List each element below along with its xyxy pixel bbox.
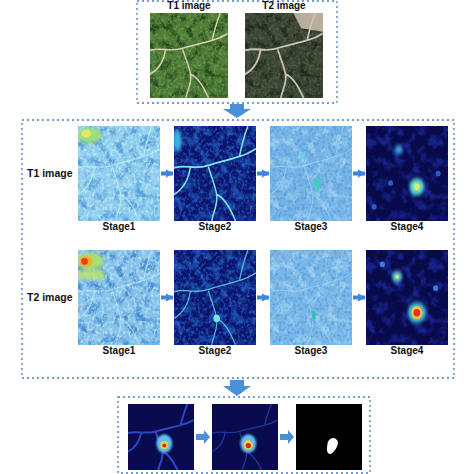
- heatmap-panel: Stage1: [78, 250, 160, 357]
- dotted-frame: [22, 120, 454, 378]
- stage-caption: Stage4: [366, 221, 448, 233]
- stage-caption: Stage2: [174, 221, 256, 233]
- stage-caption: Stage4: [366, 345, 448, 357]
- heatmap-panel: Stage2: [174, 250, 256, 357]
- feature-heatmap: [174, 250, 256, 345]
- fused-heatmap: [212, 404, 278, 470]
- satellite-image: [245, 13, 323, 98]
- feature-heatmap: [77, 126, 160, 221]
- flow-arrow: [196, 430, 210, 444]
- flow-connector: [161, 296, 173, 300]
- stage-caption: Stage2: [174, 345, 256, 357]
- flow-connector: [353, 172, 365, 176]
- row-label: T2 image: [27, 291, 73, 304]
- stage-caption: Stage1: [78, 345, 160, 357]
- dotted-frame: [118, 397, 370, 473]
- flow-connector: [257, 172, 269, 176]
- stage-caption: Stage1: [78, 221, 160, 233]
- image-caption: T2 image: [245, 0, 323, 12]
- image-caption: T1 image: [150, 0, 228, 12]
- stage-caption: Stage3: [270, 221, 352, 233]
- feature-heatmap: [77, 250, 160, 345]
- feature-heatmap: [366, 126, 448, 221]
- flow-arrow: [223, 380, 251, 396]
- feature-heatmap: [270, 250, 352, 345]
- flow-arrow: [280, 430, 294, 444]
- feature-heatmap: [270, 126, 352, 221]
- feature-heatmap: [366, 250, 448, 345]
- heatmap-panel: Stage4: [366, 250, 448, 357]
- heatmap-panel: Stage2: [174, 126, 256, 233]
- flow-connector: [161, 172, 173, 176]
- satellite-image: [150, 13, 228, 98]
- stage-caption: Stage3: [270, 345, 352, 357]
- dotted-frame: [137, 1, 337, 103]
- flow-connector: [353, 296, 365, 300]
- heatmap-panel: Stage3: [270, 250, 352, 357]
- flow-connector: [257, 296, 269, 300]
- feature-heatmap: [173, 126, 256, 221]
- flow-arrow: [223, 104, 251, 118]
- heatmap-panel: Stage3: [270, 126, 352, 233]
- satellite-image-panel: T1 image: [150, 0, 228, 98]
- heatmap-panel: Stage1: [78, 126, 160, 233]
- heatmap-panel: Stage4: [366, 126, 448, 233]
- change-mask: [296, 404, 362, 470]
- satellite-image-panel: T2 image: [245, 0, 323, 98]
- fused-heatmap: [128, 404, 194, 470]
- row-label: T1 image: [27, 167, 73, 180]
